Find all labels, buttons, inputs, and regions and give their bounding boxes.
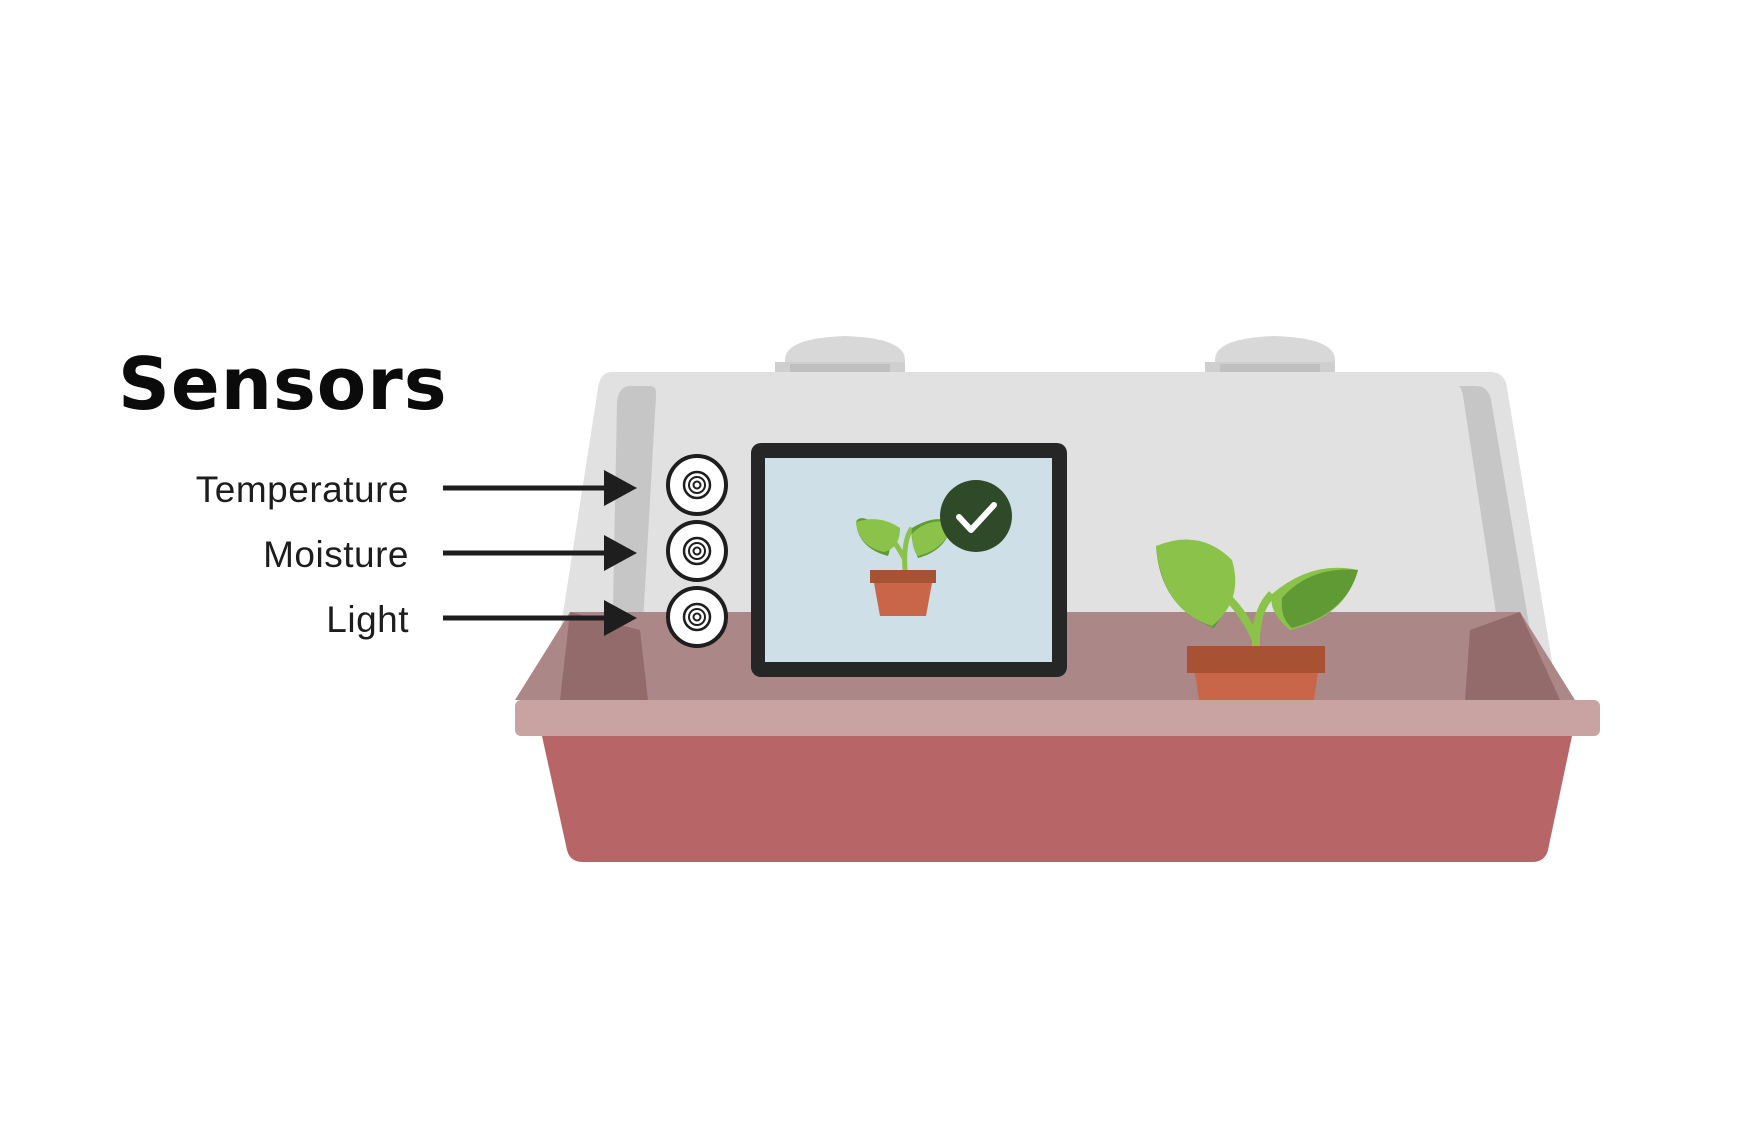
arrow-head-moisture — [604, 535, 637, 571]
diagram-title: Sensors — [118, 342, 448, 426]
sensor-target-icon — [682, 470, 712, 500]
sensor-label-moisture: Moisture — [263, 534, 409, 575]
sensor-light — [666, 586, 728, 648]
sensor-temperature — [666, 454, 728, 516]
arrow-head-temperature — [604, 470, 637, 506]
sensor-target-icon — [682, 602, 712, 632]
tray-rim — [515, 700, 1600, 736]
monitor-screen — [765, 458, 1052, 662]
dome-side-left — [612, 386, 657, 660]
monitor — [751, 443, 1067, 677]
screen-plant-icon — [856, 518, 952, 616]
sensor-label-temperature: Temperature — [195, 469, 409, 510]
tray-inner-side-left — [560, 612, 648, 700]
dome-side-right — [1458, 386, 1535, 660]
arrow-head-light — [604, 600, 637, 636]
checkmark-icon — [940, 480, 1012, 552]
sensor-arrows — [443, 470, 637, 636]
sensor-target-icon — [682, 536, 712, 566]
sensor-moisture — [666, 520, 728, 582]
potted-seedling-icon — [1156, 539, 1358, 700]
sensor-label-light: Light — [326, 599, 409, 640]
tray-body — [542, 736, 1572, 862]
tray-inner-side-right — [1465, 612, 1560, 700]
